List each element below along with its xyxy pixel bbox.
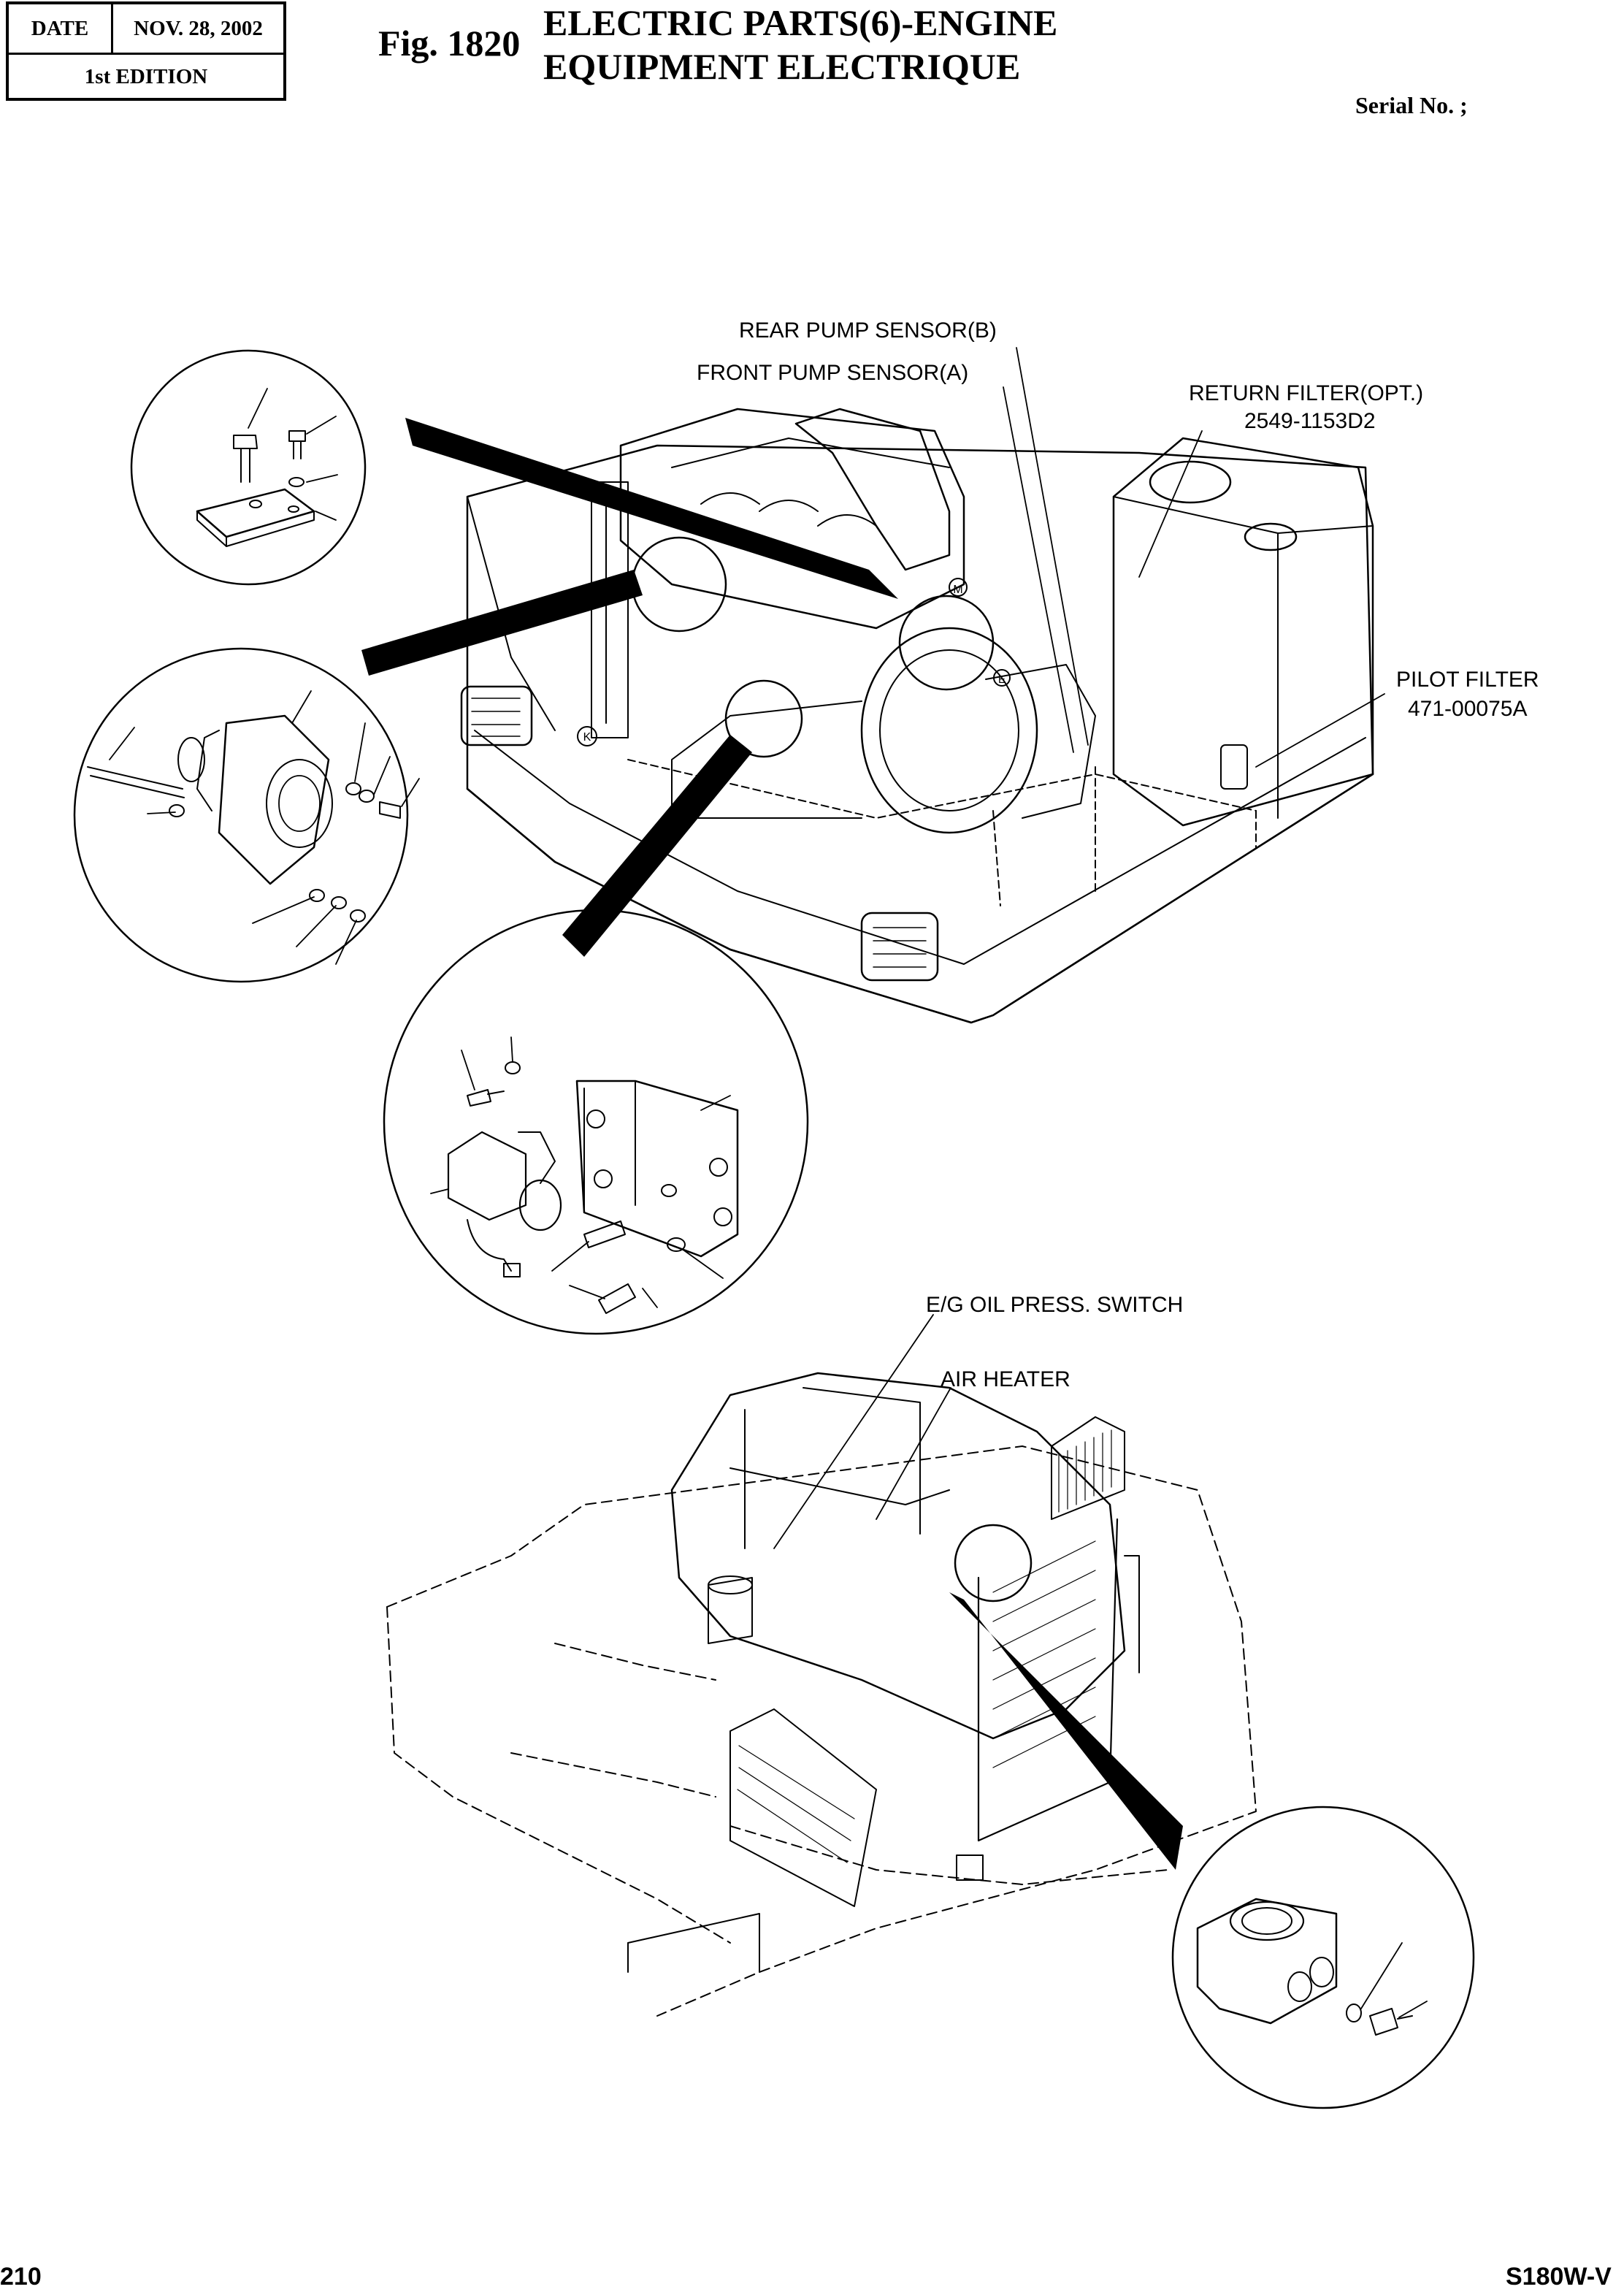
model-number: S180W-V	[1506, 2263, 1612, 2291]
date-label: DATE	[9, 4, 113, 53]
detail-oil-pressure-switch	[1171, 1806, 1475, 2109]
zoom-wedge-bracket	[405, 418, 898, 599]
upper-engine-assembly	[460, 408, 1374, 1024]
zoom-wedge-alternator	[361, 570, 643, 676]
title-english: ELECTRIC PARTS(6)-ENGINE	[543, 2, 1058, 43]
detail-circle-relay	[724, 679, 803, 758]
label-rear-pump-sensor: REAR PUMP SENSOR(B)	[739, 318, 997, 343]
label-return-filter-part-number: 2549-1153D2	[1244, 409, 1376, 433]
figure-number: Fig. 1820	[378, 23, 521, 64]
page-number: 210	[0, 2263, 42, 2291]
date-edition-box: DATE NOV. 28, 2002 1st EDITION	[6, 1, 286, 101]
detail-circle-switch	[954, 1524, 1033, 1603]
title-french: EQUIPMENT ELECTRIQUE	[543, 46, 1021, 87]
detail-bracket	[130, 349, 367, 586]
detail-circle-alternator	[631, 536, 727, 633]
label-pilot-filter: PILOT FILTER	[1396, 668, 1539, 692]
lower-engine-assembly	[386, 1372, 1257, 2017]
callout-leaders	[773, 347, 1385, 1549]
marker-k: K	[583, 731, 591, 744]
serial-number: Serial No. ;	[1355, 92, 1468, 118]
label-front-pump-sensor: FRONT PUMP SENSOR(A)	[697, 361, 969, 385]
label-pilot-filter-part-number: 471-00075A	[1408, 697, 1528, 721]
edition-label: 1st EDITION	[84, 64, 208, 88]
marker-e: E	[998, 673, 1006, 686]
detail-alternator	[73, 647, 420, 983]
zoom-wedge-relay	[562, 735, 752, 957]
label-return-filter: RETURN FILTER(OPT.)	[1189, 381, 1424, 405]
label-oil-press-switch: E/G OIL PRESS. SWITCH	[926, 1293, 1184, 1317]
date-value: NOV. 28, 2002	[134, 16, 263, 40]
detail-relay	[383, 909, 809, 1335]
label-air-heater: AIR HEATER	[941, 1367, 1070, 1391]
marker-m: M	[953, 584, 962, 596]
zoom-wedge-pressure-switch	[949, 1592, 1183, 1870]
detail-circle-sensor	[898, 595, 995, 691]
